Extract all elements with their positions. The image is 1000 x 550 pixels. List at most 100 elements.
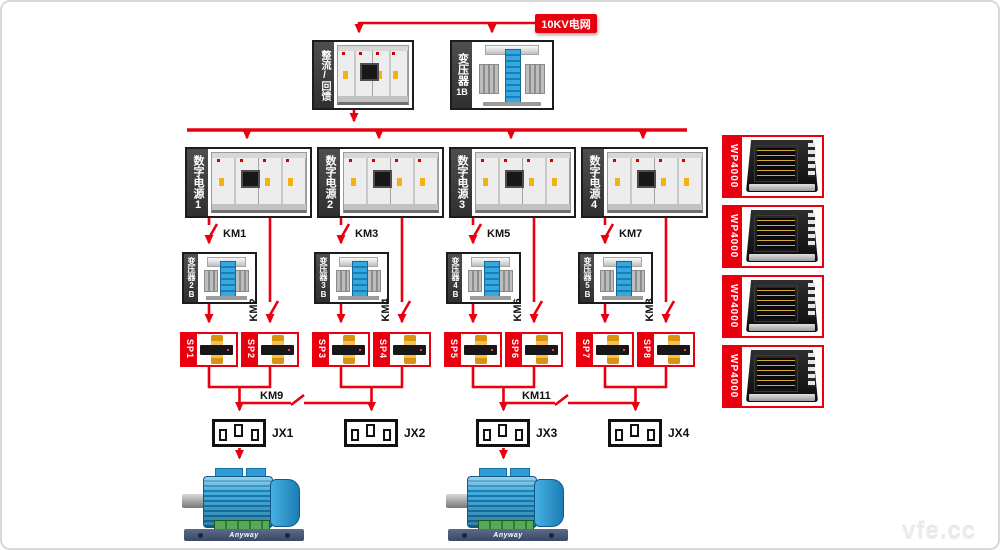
transformer-2b-strip: 变压器2B <box>184 254 198 302</box>
transformer-radiator-left <box>479 63 499 95</box>
power-supply-4-strip: 数字电源4 <box>583 149 604 216</box>
sensor-sp4: SP4 <box>373 332 431 367</box>
transformer-3b-label: 变压器3B <box>319 257 328 299</box>
transformer-base <box>602 296 643 300</box>
motor-brand: Anyway <box>493 531 523 539</box>
transformer-radiator-right <box>235 270 250 293</box>
power-supply-2-strip: 数字电源2 <box>319 149 340 216</box>
terminal-slot <box>515 429 523 441</box>
transformer-radiator-left <box>203 270 218 293</box>
transformer-2b-graphic <box>200 256 253 300</box>
transformer-radiator-right <box>525 63 545 95</box>
motor-base: Anyway <box>448 529 568 541</box>
transformer-4b-strip: 变压器4B <box>448 254 462 302</box>
main-transformer-graphic <box>474 44 550 106</box>
sensor-body <box>393 344 426 355</box>
analyzer-device-graphic <box>744 209 820 264</box>
transformer-3b-strip: 变压器3B <box>316 254 330 302</box>
rectifier-cabinet-graphic <box>337 45 409 105</box>
analyzer-wp4000-3: WP4000 <box>722 275 824 338</box>
transformer-radiator-right <box>499 270 514 293</box>
sensor-body <box>200 344 233 355</box>
sensor-body <box>261 344 294 355</box>
rectifier-label-strip: 整流/回馈 <box>314 42 334 108</box>
sensor-sp8-label: SP8 <box>642 339 652 360</box>
analyzer-device-graphic <box>744 349 820 404</box>
sensor-sp7: SP7 <box>576 332 634 367</box>
watermark: vfe.cc <box>902 518 977 545</box>
sensor-sp2-strip: SP2 <box>243 334 258 365</box>
sensor-sp4-strip: SP4 <box>375 334 390 365</box>
sensor-body <box>464 344 497 355</box>
transformer-base <box>206 296 247 300</box>
contactor-km7-label: KM7 <box>619 228 643 240</box>
analyzer-front-bar <box>748 253 816 261</box>
analyzer-screen <box>753 214 798 253</box>
motor-2: Anyway <box>446 466 570 542</box>
power-supply-2-cabinet <box>343 152 439 213</box>
power-supply-1-cabinet <box>211 152 307 213</box>
transformer-5b: 变压器5B <box>578 252 653 304</box>
transformer-core <box>351 261 368 297</box>
power-supply-2-label: 数字电源2 <box>324 154 336 211</box>
power-supply-2: 数字电源2 <box>317 147 444 218</box>
analyzer-4-label: WP4000 <box>728 354 739 399</box>
junction-box-jx1 <box>212 419 266 447</box>
analyzer-wp4000-4: WP4000 <box>722 345 824 408</box>
sensor-sp5-strip: SP5 <box>446 334 461 365</box>
main-transformer-1b: 变压器 1B <box>450 40 554 110</box>
main-transformer-label-id: 1B <box>456 87 468 97</box>
analyzer-buttons <box>807 143 815 178</box>
motor-fan-cover <box>534 479 564 527</box>
analyzer-buttons <box>807 213 815 248</box>
power-supply-1-strip: 数字电源1 <box>187 149 208 216</box>
sensor-sp5: SP5 <box>444 332 502 367</box>
transformer-radiator-left <box>467 270 482 293</box>
rectifier-label: 整流/回馈 <box>319 49 330 101</box>
sensor-sp4-label: SP4 <box>378 339 388 360</box>
analyzer-3-strip: WP4000 <box>724 277 742 336</box>
analyzer-screen <box>753 354 798 393</box>
transformer-3b: 变压器3B <box>314 252 389 304</box>
sensor-sp8: SP8 <box>637 332 695 367</box>
terminal-slot <box>351 429 359 441</box>
sensor-sp6-label: SP6 <box>510 339 520 360</box>
contactor-km1-label: KM1 <box>223 228 247 240</box>
sensor-graphic <box>593 334 632 365</box>
power-supply-3-strip: 数字电源3 <box>451 149 472 216</box>
sensor-sp5-label: SP5 <box>449 339 459 360</box>
transformer-4b: 变压器4B <box>446 252 521 304</box>
motor-1: Anyway <box>182 466 306 542</box>
analyzer-4-strip: WP4000 <box>724 347 742 406</box>
transformer-base <box>483 102 541 106</box>
junction-box-jx3-label: JX3 <box>536 426 558 440</box>
analyzer-2-strip: WP4000 <box>724 207 742 266</box>
motor-shaft <box>446 494 470 508</box>
junction-box-jx2 <box>344 419 398 447</box>
contactor-km5-label: KM5 <box>487 228 511 240</box>
analyzer-buttons <box>807 353 815 388</box>
analyzer-device-graphic <box>744 279 820 334</box>
power-supply-4-cabinet <box>607 152 703 213</box>
motor-body <box>203 476 273 528</box>
contactor-km8-label: KM8 <box>644 298 656 322</box>
analyzer-front-bar <box>748 183 816 191</box>
contactor-km3-label: KM3 <box>355 228 379 240</box>
transformer-radiator-left <box>599 270 614 293</box>
main-transformer-label-strip: 变压器 1B <box>452 42 472 108</box>
sensor-body <box>596 344 629 355</box>
terminal-slot <box>615 429 623 441</box>
terminal-slot <box>383 429 391 441</box>
sensor-sp1-strip: SP1 <box>182 334 197 365</box>
sensor-graphic <box>197 334 236 365</box>
contactor-km6-label: KM6 <box>512 298 524 322</box>
transformer-base <box>338 296 379 300</box>
transformer-5b-graphic <box>596 256 649 300</box>
analyzer-front-bar <box>748 323 816 331</box>
sensor-sp6: SP6 <box>505 332 563 367</box>
contactor-km11-label: KM11 <box>522 390 551 402</box>
transformer-core <box>219 261 236 297</box>
terminal-slot <box>498 424 507 437</box>
sensor-sp1-label: SP1 <box>185 339 195 360</box>
